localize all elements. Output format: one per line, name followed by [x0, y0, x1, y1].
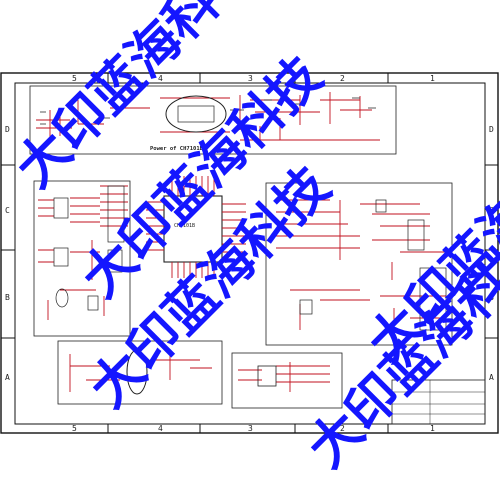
bottom-mid-circuit: [238, 362, 330, 392]
left-io-parts: [53, 185, 125, 311]
col-label-top-5: 5: [72, 74, 77, 83]
col-label-bottom-1: 1: [430, 424, 435, 433]
bottom-mid-block: [231, 352, 343, 409]
row-label-right-c: C: [489, 206, 494, 215]
column-dividers: [1, 73, 498, 433]
row-label-left-b: B: [5, 293, 10, 302]
title-block-lines: [392, 380, 485, 424]
right-block: [265, 182, 453, 346]
power-circuit: [36, 92, 380, 145]
bottom-left-block: [57, 340, 223, 405]
row-label-left-a: A: [5, 373, 10, 382]
bottom-left-circuit: [69, 350, 212, 392]
col-label-top-1: 1: [430, 74, 435, 83]
row-label-right-d: D: [489, 125, 494, 134]
col-label-bottom-4: 4: [158, 424, 163, 433]
row-label-left-c: C: [5, 206, 10, 215]
main-chip: [163, 195, 223, 263]
power-regulator-outline: [165, 95, 227, 133]
col-label-bottom-2: 2: [340, 424, 345, 433]
bottom-mid-chip: [257, 365, 277, 387]
power-block: [29, 85, 397, 155]
inner-frame: [14, 82, 486, 425]
row-label-right-a: A: [489, 373, 494, 382]
title-block: [391, 379, 486, 425]
row-label-left-d: D: [5, 125, 10, 134]
power-block-title: Power of CH7101B: [150, 146, 204, 152]
col-label-bottom-5: 5: [72, 424, 77, 433]
col-label-top-4: 4: [158, 74, 163, 83]
left-io-block: [33, 180, 131, 337]
bottom-left-crystal: [126, 349, 148, 395]
row-label-right-b: B: [489, 293, 494, 302]
col-label-bottom-3: 3: [248, 424, 253, 433]
main-chip-label: CH7101B: [174, 223, 195, 229]
main-chip-pins: [146, 176, 246, 278]
col-label-top-2: 2: [340, 74, 345, 83]
outer-frame: [0, 72, 499, 434]
col-label-top-3: 3: [248, 74, 253, 83]
power-components: [40, 97, 376, 125]
right-block-parts: [299, 199, 447, 331]
right-block-circuit: [276, 199, 446, 336]
